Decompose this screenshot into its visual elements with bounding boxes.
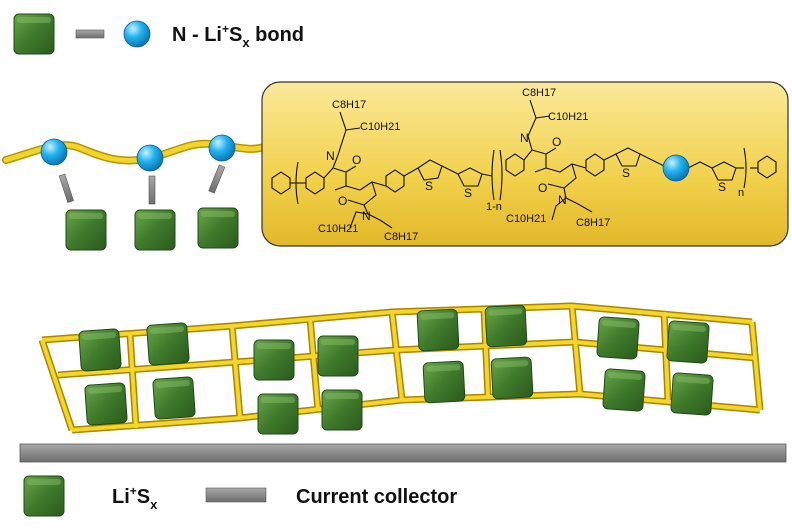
alkyl-chain-label: C10H21 <box>506 213 546 225</box>
nitrogen-atom-label: N <box>362 209 371 223</box>
lisx-cube-icon <box>23 475 65 517</box>
alkyl-chain-label: C10H21 <box>318 223 358 235</box>
legend-top: N - Li+Sx bond <box>13 13 304 55</box>
alkyl-chain-label: C8H17 <box>576 217 610 229</box>
oxygen-atom-label: O <box>552 135 561 149</box>
lisx-legend-label: Li+Sx <box>112 484 158 512</box>
current-collector-icon <box>205 487 267 503</box>
lisx-cube-cluster <box>416 304 534 404</box>
oxygen-atom-label: O <box>338 194 347 208</box>
sulfur-atom-label: S <box>464 186 472 200</box>
lisx-cube <box>134 209 176 251</box>
bond-legend-label: N - Li+Sx bond <box>172 22 304 50</box>
structure-bonds <box>271 99 777 229</box>
nitrogen-site-sphere <box>136 144 164 172</box>
oxygen-atom-label: O <box>352 153 361 167</box>
nitrogen-site-sphere <box>662 154 690 182</box>
alkyl-chain-label: C8H17 <box>384 231 418 243</box>
lisx-cube-cluster <box>253 335 363 435</box>
polymer-binder-chain <box>2 134 272 251</box>
alkyl-chain-label: C8H17 <box>522 87 556 99</box>
nitrogen-sphere-icon <box>123 20 151 48</box>
lisx-cube-icon <box>13 13 55 55</box>
alkyl-chain-label: C10H21 <box>548 111 588 123</box>
alkyl-chain-label: C10H21 <box>360 121 400 133</box>
lisx-cube <box>65 209 107 251</box>
repeat-unit-subscript-right: n <box>738 187 744 199</box>
nitrogen-atom-label: N <box>558 193 567 207</box>
nitrogen-site-sphere <box>40 138 68 166</box>
current-collector-bar <box>19 443 787 463</box>
nitrogen-atom-label: N <box>326 149 335 163</box>
nitrogen-atom-label: N <box>520 131 529 145</box>
alkyl-chain-label: C8H17 <box>332 99 366 111</box>
nitrogen-site-sphere <box>208 134 236 162</box>
oxygen-atom-label: O <box>538 181 547 195</box>
repeat-unit-subscript-left: 1-n <box>486 201 502 213</box>
bond-link-icon <box>75 29 105 39</box>
current-collector-label: Current collector <box>296 486 457 508</box>
sulfur-atom-label: S <box>622 166 630 180</box>
polymer-structure-panel: N O O N S S N O O N S S C8H17 C10H21 C10… <box>261 81 789 247</box>
legend-bottom: Li+Sx Current collector <box>23 475 457 517</box>
sulfur-atom-label: S <box>425 179 433 193</box>
lisx-cube <box>197 207 239 249</box>
electrode-network <box>38 302 764 435</box>
sulfur-atom-label: S <box>718 180 726 194</box>
